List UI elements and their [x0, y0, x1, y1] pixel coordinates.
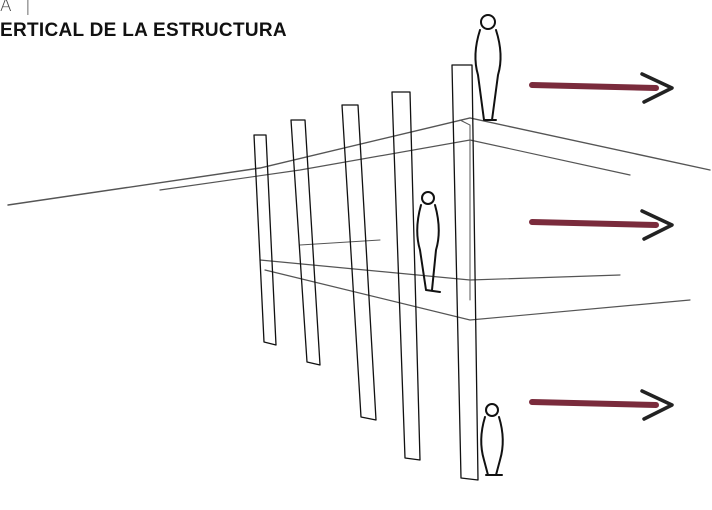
- slab-lines: [7, 117, 711, 321]
- sketch-title: ERTICAL DE LA ESTRUCTURA: [0, 20, 287, 41]
- human-figure-icon: [480, 403, 504, 476]
- arrow-right-icon: [529, 389, 674, 421]
- column-4: [391, 91, 421, 461]
- column-1: [253, 134, 277, 346]
- column-2: [290, 119, 321, 366]
- arrow-right-icon: [529, 72, 674, 104]
- columns: [253, 64, 479, 481]
- human-figure-icon: [474, 14, 502, 121]
- human-figure-icon: [416, 191, 441, 293]
- arrow-right-icon: [529, 209, 674, 241]
- column-5: [451, 64, 479, 481]
- column-3: [341, 104, 377, 421]
- section-marker: A |: [0, 0, 35, 16]
